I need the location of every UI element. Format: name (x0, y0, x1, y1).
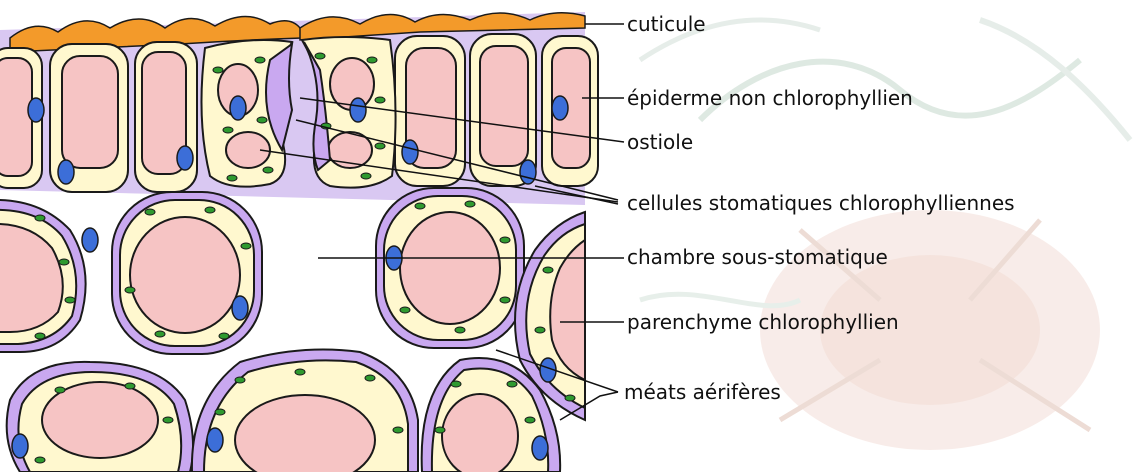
label-substomatal-chamber: chambre sous-stomatique (627, 246, 888, 268)
label-guard-cells: cellules stomatiques chlorophylliennes (627, 192, 1015, 214)
label-air-spaces: méats aérifères (624, 381, 781, 403)
label-epidermis: épiderme non chlorophyllien (627, 87, 913, 109)
label-cuticle: cuticule (627, 13, 706, 35)
label-parenchyma: parenchyme chlorophyllien (627, 311, 899, 333)
label-ostiole: ostiole (627, 131, 693, 153)
